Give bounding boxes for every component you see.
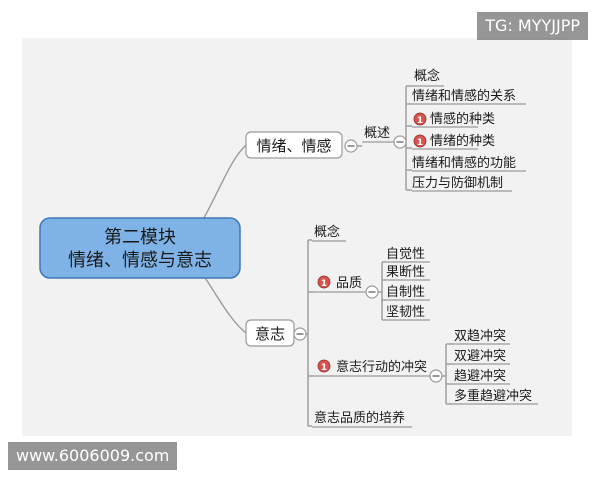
quality-item[interactable]: 自觉性 (386, 247, 430, 263)
quality-item[interactable]: 自制性 (386, 285, 430, 301)
will-item-conflict[interactable]: 1 意志行动的冲突 (314, 359, 430, 377)
overview-item[interactable]: 情绪和情感的关系 (412, 88, 526, 105)
will-item-label: 意志品质的培养 (314, 410, 405, 426)
priority-1-icon-label: 1 (417, 116, 423, 126)
priority-1-icon (413, 134, 427, 148)
branch-will-label: 意志 (255, 325, 285, 343)
quality-item-label: 自制性 (386, 285, 425, 300)
quality-item[interactable]: 果断性 (386, 265, 430, 281)
will-item-label: 意志行动的冲突 (336, 359, 427, 375)
collapse-icon[interactable] (365, 285, 379, 299)
overview-item[interactable]: 1 情感的种类 (412, 111, 495, 128)
will-item-cultivation[interactable]: 意志品质的培养 (312, 410, 412, 428)
branch-will[interactable]: 意志 (245, 319, 295, 347)
quality-item-label: 果断性 (386, 265, 425, 280)
overview-item[interactable]: 情绪和情感的功能 (412, 155, 526, 172)
central-topic-line1: 第二模块 (104, 227, 176, 248)
priority-1-icon (317, 359, 331, 373)
overview-item[interactable]: 压力与防御机制 (412, 175, 512, 192)
watermark-bottom-left: www.6006009.com (8, 442, 178, 470)
central-topic[interactable]: 第二模块 情绪、情感与意志 (39, 217, 241, 279)
overview-item-label: 压力与防御机制 (412, 175, 503, 191)
will-item-label: 品质 (336, 276, 362, 291)
priority-1-icon-label: 1 (321, 279, 327, 289)
priority-1-icon-label: 1 (321, 363, 327, 373)
conflict-item[interactable]: 双避冲突 (452, 348, 510, 365)
conflict-item-label: 多重趋避冲突 (454, 388, 532, 404)
conflict-item-label: 双避冲突 (454, 348, 506, 364)
watermark-top-right: TG: MYYJJPP (477, 12, 588, 40)
collapse-icon[interactable] (344, 139, 358, 153)
collapse-icon[interactable] (429, 369, 443, 383)
central-topic-line2: 情绪、情感与意志 (68, 250, 212, 271)
priority-1-icon (413, 112, 427, 126)
quality-item-label: 自觉性 (386, 247, 425, 262)
overview-item[interactable]: 1 情绪的种类 (412, 133, 495, 150)
will-item-concept[interactable]: 概念 (312, 224, 346, 242)
will-item-label: 概念 (314, 224, 340, 240)
overview-label: 概述 (364, 126, 390, 141)
branch-emotion[interactable]: 情绪、情感 (245, 131, 343, 159)
quality-item[interactable]: 坚韧性 (386, 305, 430, 321)
collapse-icon[interactable] (393, 135, 407, 149)
overview-item-label: 情绪和情感的功能 (412, 155, 516, 171)
quality-item-label: 坚韧性 (386, 305, 425, 320)
overview-item-label: 情感的种类 (430, 111, 495, 127)
overview-item-label: 概念 (414, 68, 440, 84)
overview-item-label: 情绪的种类 (430, 133, 495, 149)
subtopic-overview[interactable]: 概述 (362, 126, 396, 143)
priority-1-icon-label: 1 (417, 138, 423, 148)
conflict-item[interactable]: 多重趋避冲突 (452, 388, 538, 405)
priority-1-icon (317, 275, 331, 289)
conflict-item-label: 趋避冲突 (454, 368, 506, 384)
will-item-quality[interactable]: 1 品质 (314, 275, 368, 293)
overview-item-label: 情绪和情感的关系 (412, 88, 516, 104)
overview-item[interactable]: 概念 (414, 68, 444, 87)
collapse-icon[interactable] (293, 327, 307, 341)
conflict-item-label: 双趋冲突 (454, 328, 506, 344)
conflict-item[interactable]: 趋避冲突 (452, 368, 510, 385)
conflict-item[interactable]: 双趋冲突 (452, 328, 510, 345)
branch-emotion-label: 情绪、情感 (256, 137, 331, 155)
